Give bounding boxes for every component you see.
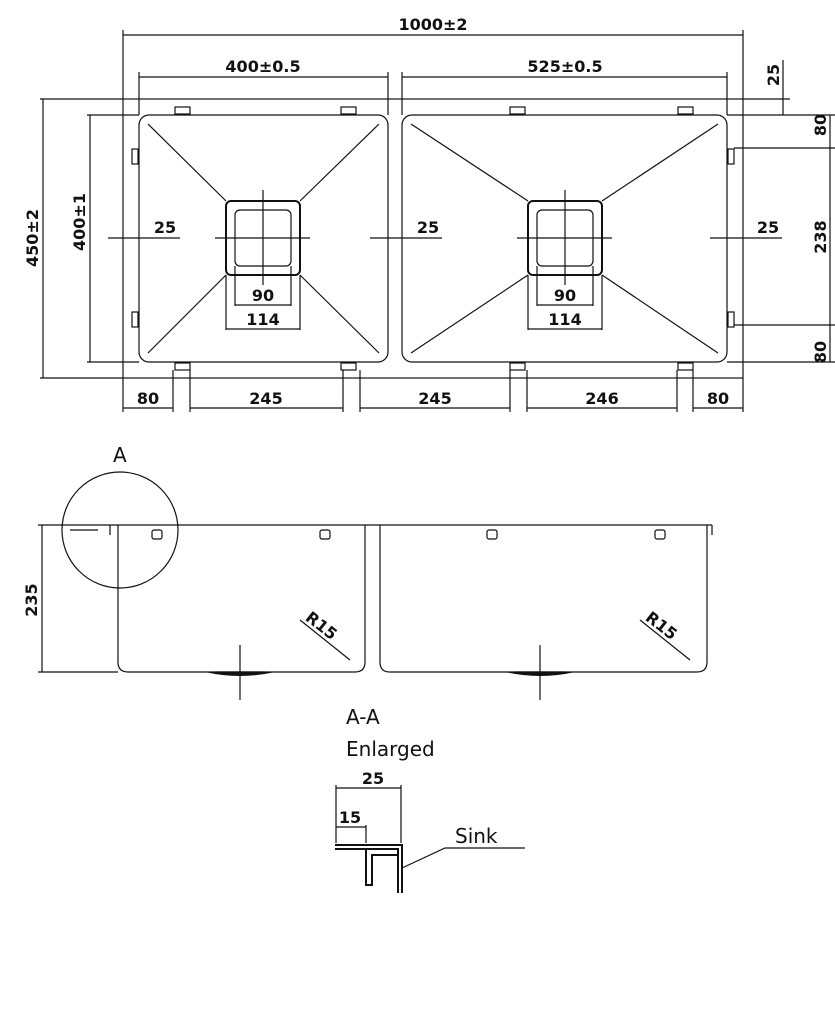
- left-bowl-profile: [117, 525, 366, 673]
- right-bowl-width-dim: 525±0.5: [527, 57, 602, 76]
- right-dim-middle: 238: [811, 220, 830, 253]
- detail-outer-width: 25: [362, 769, 384, 788]
- center-offset-middle: 25: [417, 218, 439, 237]
- detail-circle: [61, 471, 179, 589]
- bottom-dim-2: 245: [249, 389, 282, 408]
- detail-title: A-A: [346, 705, 380, 729]
- top-margin-dim: 25: [764, 64, 783, 86]
- detail-view: A-A Enlarged 25 15 Sink: [335, 705, 525, 893]
- detail-subtitle: Enlarged: [346, 737, 435, 761]
- bottom-dim-1: 80: [137, 389, 159, 408]
- center-offset-left: 25: [154, 218, 176, 237]
- radius-label-left: R15: [302, 608, 341, 644]
- bowl-depth-dim: 400±1: [70, 193, 89, 251]
- right-dim-bottom: 80: [811, 341, 830, 363]
- top-view: 90 114 90 114 1000±2 400±0.5: [23, 15, 835, 412]
- radius-label-right: R15: [642, 608, 681, 644]
- left-drain: [147, 123, 380, 354]
- bottom-dim-5: 80: [707, 389, 729, 408]
- drain-outer-dim-left: 114: [246, 310, 279, 329]
- sink-wall-profile: [365, 849, 398, 886]
- center-offset-right: 25: [757, 218, 779, 237]
- drain-outer-dim-right: 114: [548, 310, 581, 329]
- detail-inner-width: 15: [339, 808, 361, 827]
- left-bowl-width-dim: 400±0.5: [225, 57, 300, 76]
- right-bowl-profile: [379, 525, 708, 673]
- overall-width-dim: 1000±2: [398, 15, 467, 34]
- overall-depth-dim: 450±2: [23, 209, 42, 267]
- drain-inner-dim-left: 90: [252, 286, 274, 305]
- drain-inner-dim-right: 90: [554, 286, 576, 305]
- bottom-dim-4: 246: [585, 389, 618, 408]
- side-view: A 235 R15 R15: [22, 443, 713, 700]
- detail-marker: A: [113, 443, 127, 467]
- bottom-dim-3: 245: [418, 389, 451, 408]
- sink-leader-line: [401, 847, 525, 869]
- right-drain: [410, 123, 719, 354]
- flange-profile: [335, 844, 403, 893]
- mounting-clips: [131, 106, 735, 371]
- right-dim-top: 80: [811, 114, 830, 136]
- height-dim: 235: [22, 583, 41, 616]
- sink-label: Sink: [455, 824, 498, 848]
